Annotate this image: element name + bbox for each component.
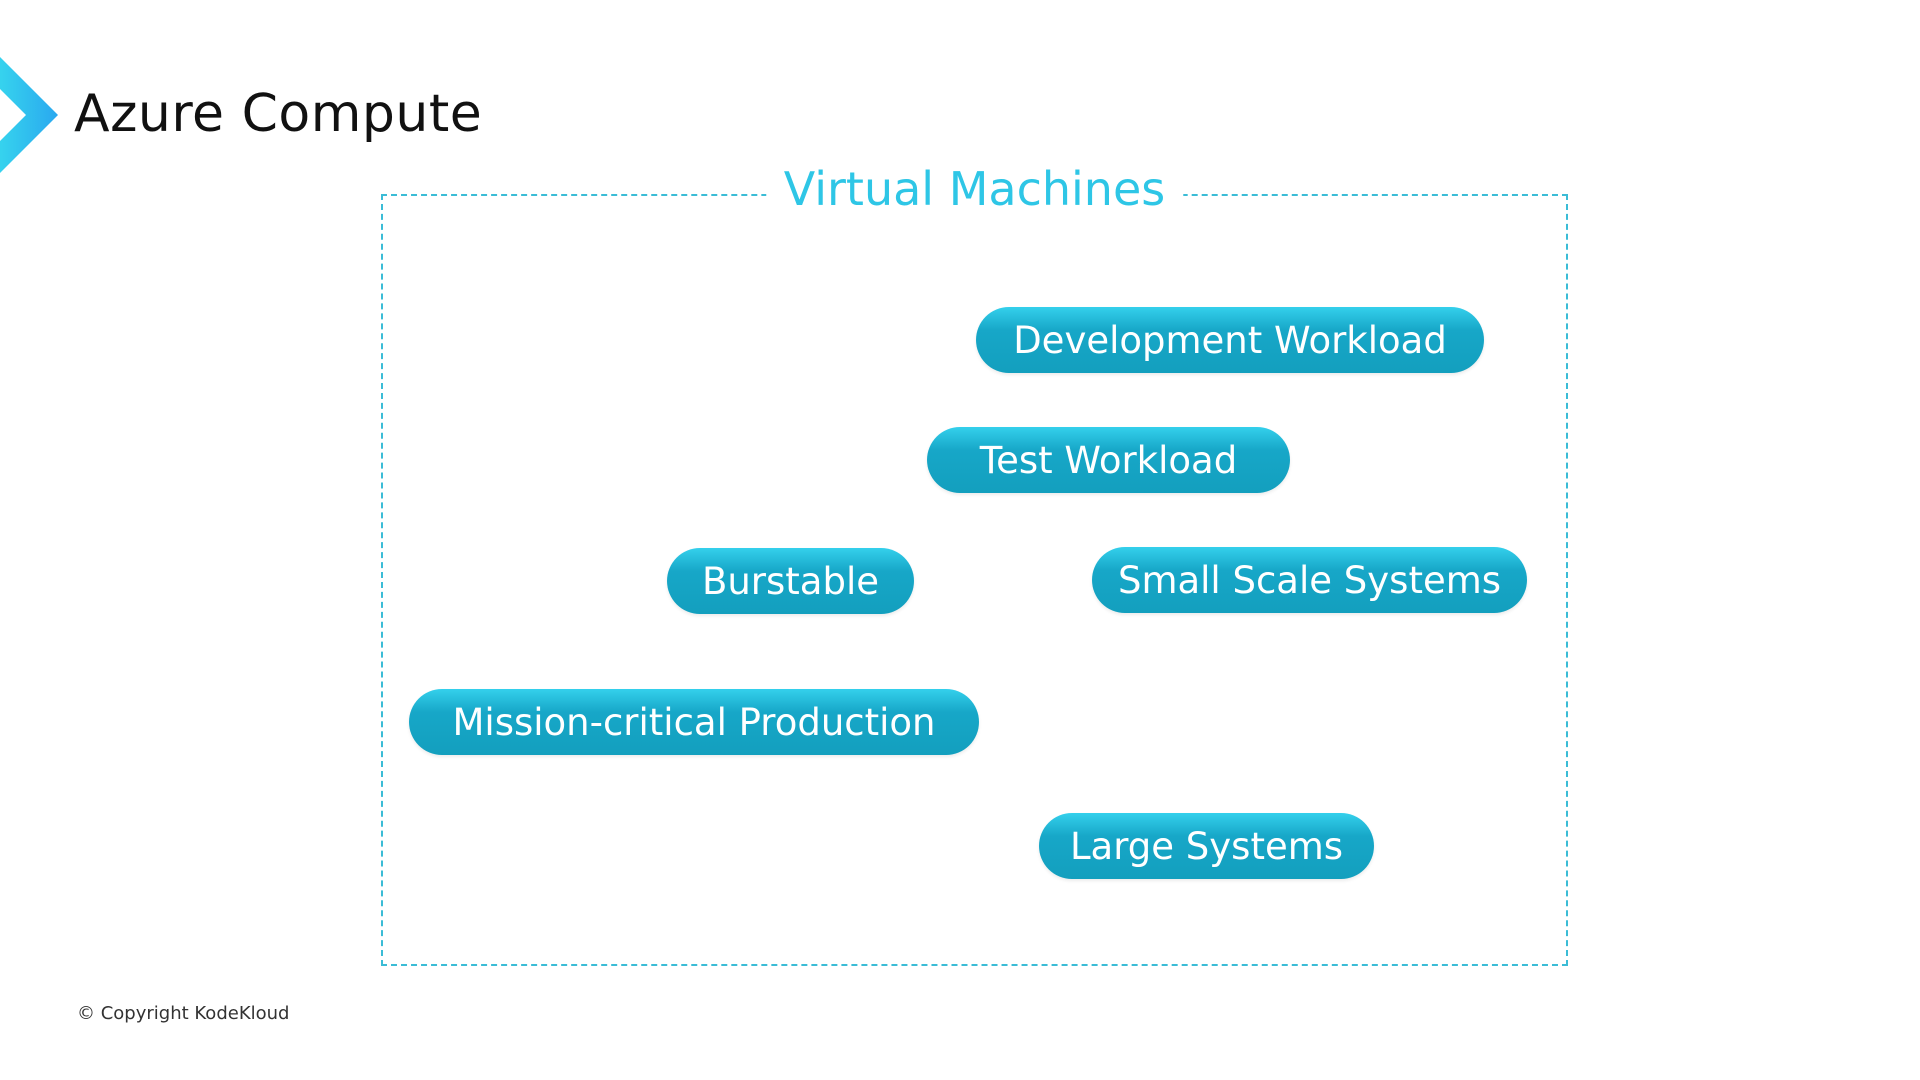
section-title: Virtual Machines (765, 162, 1184, 216)
pill-mission-critical-production: Mission-critical Production (409, 689, 979, 755)
chevron-logo-icon (0, 57, 58, 173)
pill-large-systems: Large Systems (1039, 813, 1374, 879)
page-title: Azure Compute (74, 84, 483, 144)
pill-small-scale-systems: Small Scale Systems (1092, 547, 1527, 613)
pill-burstable: Burstable (667, 548, 914, 614)
copyright-text: © Copyright KodeKloud (77, 1003, 290, 1024)
pill-test-workload: Test Workload (927, 427, 1290, 493)
pill-development-workload: Development Workload (976, 307, 1484, 373)
virtual-machines-group: Virtual Machines (381, 162, 1568, 966)
